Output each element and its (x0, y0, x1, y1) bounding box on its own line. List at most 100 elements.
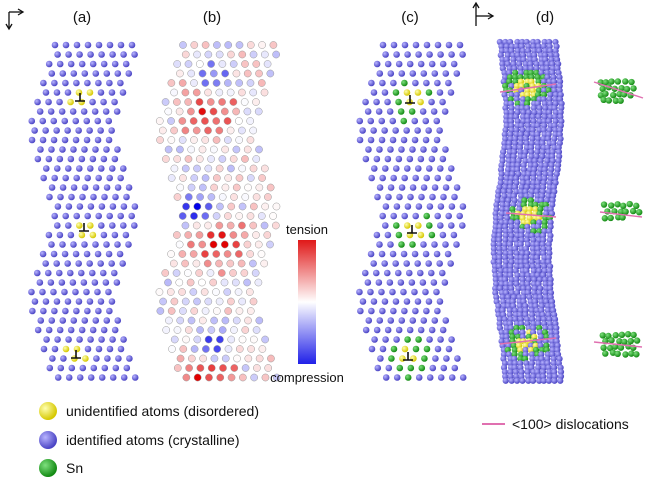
sn-atom (630, 331, 637, 339)
crystalline-atom (359, 298, 367, 305)
crystalline-atom (433, 136, 441, 144)
crystalline-atom (454, 355, 461, 362)
crystalline-atom (445, 345, 453, 353)
panel-label-b: (b) (203, 9, 221, 26)
crystalline-atom (53, 127, 60, 134)
crystalline-atom (50, 288, 57, 296)
strain-atom (257, 250, 266, 258)
crystalline-atom (94, 288, 101, 296)
crystalline-atom (379, 307, 386, 315)
strain-atom (243, 145, 252, 154)
crystalline-atom (84, 345, 92, 353)
strain-atom (221, 316, 230, 325)
crystalline-atom (513, 276, 520, 283)
sn-atom (412, 345, 420, 353)
crystalline-atom (79, 193, 86, 201)
strain-atom (230, 326, 238, 334)
strain-atom (232, 145, 241, 154)
crystalline-atom (64, 222, 72, 229)
crystalline-atom (493, 201, 500, 208)
crystalline-atom (557, 368, 565, 376)
strain-atom (252, 98, 260, 106)
crystalline-atom (404, 203, 412, 210)
crystalline-atom (390, 174, 397, 182)
strain-atom (189, 117, 198, 125)
strain-atom (178, 212, 187, 220)
crystalline-atom (520, 162, 527, 169)
sn-atom (523, 69, 530, 76)
crystalline-atom (506, 140, 513, 147)
crystalline-atom (125, 70, 133, 77)
sn-atom (602, 79, 610, 86)
crystalline-atom (47, 108, 55, 115)
crystalline-atom (93, 355, 100, 362)
crystalline-atom (61, 136, 69, 144)
sn-atom (618, 331, 626, 339)
crystalline-atom (541, 122, 548, 129)
strain-atom (235, 79, 244, 87)
strain-atom (198, 145, 207, 154)
crystalline-atom (434, 79, 441, 87)
dislocation-line (499, 337, 557, 345)
crystalline-atom (508, 122, 515, 129)
crystalline-atom (411, 136, 419, 144)
crystalline-atom (31, 127, 38, 134)
crystalline-atom (370, 165, 378, 172)
strain-atom (193, 202, 202, 211)
strain-atom (212, 136, 221, 144)
crystalline-atom (378, 250, 386, 258)
disordered-atom (67, 98, 74, 106)
strain-atom (245, 288, 254, 296)
crystalline-atom (83, 117, 91, 125)
sn-atom (408, 108, 416, 115)
disordered-atom (73, 345, 81, 353)
crystalline-atom (66, 269, 74, 277)
strain-atom (187, 240, 195, 249)
crystalline-atom (417, 155, 425, 163)
strain-atom (176, 354, 185, 363)
crystalline-atom (412, 41, 420, 49)
crystalline-atom (423, 79, 430, 87)
disordered-atom (414, 89, 422, 96)
crystalline-atom (67, 326, 75, 334)
strain-atom (213, 174, 221, 182)
crystalline-atom (406, 155, 414, 163)
sn-atom (513, 324, 520, 332)
crystalline-atom (540, 87, 548, 94)
crystalline-atom (514, 47, 521, 54)
crystalline-atom (516, 144, 524, 151)
crystalline-atom (48, 146, 55, 153)
crystalline-atom (106, 79, 113, 87)
sn-atom (607, 214, 614, 222)
crystalline-atom (555, 148, 563, 156)
crystalline-atom (398, 70, 406, 77)
crystalline-atom (130, 222, 138, 229)
strain-atom (175, 107, 184, 116)
crystalline-atom (509, 52, 517, 59)
strain-atom (192, 259, 201, 268)
strain-atom (213, 307, 221, 315)
strain-atom (201, 79, 210, 87)
strain-atom (249, 259, 257, 268)
strain-atom (158, 126, 167, 135)
sn-atom (527, 197, 535, 204)
crystalline-atom (114, 70, 122, 77)
crystalline-atom (105, 136, 113, 144)
crystalline-atom (64, 165, 72, 172)
crystalline-atom (95, 174, 102, 182)
sn-atom (610, 91, 617, 99)
crystalline-atom (448, 51, 455, 58)
crystalline-atom (508, 113, 515, 120)
crystalline-atom (105, 288, 112, 296)
strain-atom (203, 259, 212, 268)
disordered-atom (75, 89, 83, 96)
strain-atom (229, 269, 237, 277)
strain-atom (192, 88, 201, 97)
crystalline-atom (528, 148, 535, 156)
crystalline-atom (59, 70, 67, 77)
crystalline-atom (420, 241, 427, 248)
strain-atom (240, 98, 249, 106)
crystalline-atom (123, 364, 131, 372)
crystalline-atom (540, 316, 548, 323)
crystalline-atom (408, 279, 416, 286)
